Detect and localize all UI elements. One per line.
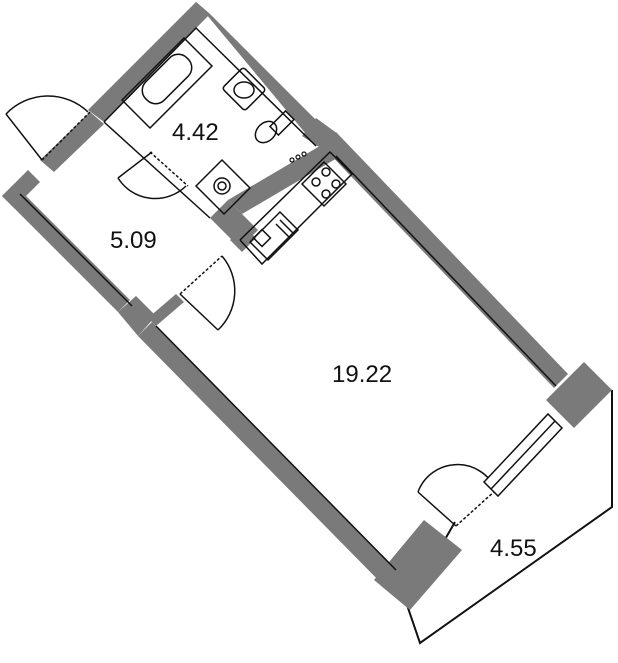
living-door-leaf [179,293,219,331]
balcony [405,390,613,645]
wall-bath-top-left [88,2,210,122]
bath-partition [103,121,211,219]
balcony-door-swing [417,463,497,493]
wall-living-left [138,322,400,588]
wall-window-pier-upper [546,362,612,428]
bathroom-area-label: 4.42 [172,119,219,146]
wall-kitchen-corner [230,226,256,252]
entrance-door-opening [41,111,91,161]
bath-door-leaf [117,151,153,179]
kitchen-sink-icon [248,210,300,262]
bath-door-opening [149,151,189,187]
wall-right-long [322,132,568,388]
balcony-railing [405,390,613,645]
sink-icon [222,67,266,111]
living-door-swing [217,255,236,331]
hallway-inner [19,193,133,307]
washing-machine-icon [194,158,252,216]
entrance-door-leaf [5,113,43,161]
living-inner-right [335,155,557,387]
wall-bath-bottom-2 [228,140,344,214]
balcony-area-label: 4.55 [490,535,537,562]
toilet-icon [254,109,296,144]
entrance-door-swing [5,95,89,115]
doors [5,95,497,527]
hallway-area-label: 5.09 [110,227,157,254]
kitchen-counter [239,150,354,266]
living-door-opening [179,255,223,295]
living-inner-left [155,325,397,571]
stove-icon [300,160,348,208]
balcony-door-opening [455,489,497,527]
ventilation-icon [289,151,307,163]
bath-door-swing [117,177,187,200]
wall-hall-living [148,294,184,326]
balcony-window [482,412,564,498]
wall-hall-left [2,184,130,312]
wall-hall-top [40,112,104,172]
bathtub-icon [120,36,214,130]
wall-window-pier-lower [374,520,462,610]
wall-hall-corner [118,296,156,336]
walls [2,2,612,610]
window-glass [490,420,556,490]
balcony-door-leaf [417,491,457,527]
bathroom-inner [103,26,317,147]
living-room-area-label: 19.22 [332,361,392,388]
inner-lines [19,26,557,571]
wall-bath-top-right [196,2,328,146]
